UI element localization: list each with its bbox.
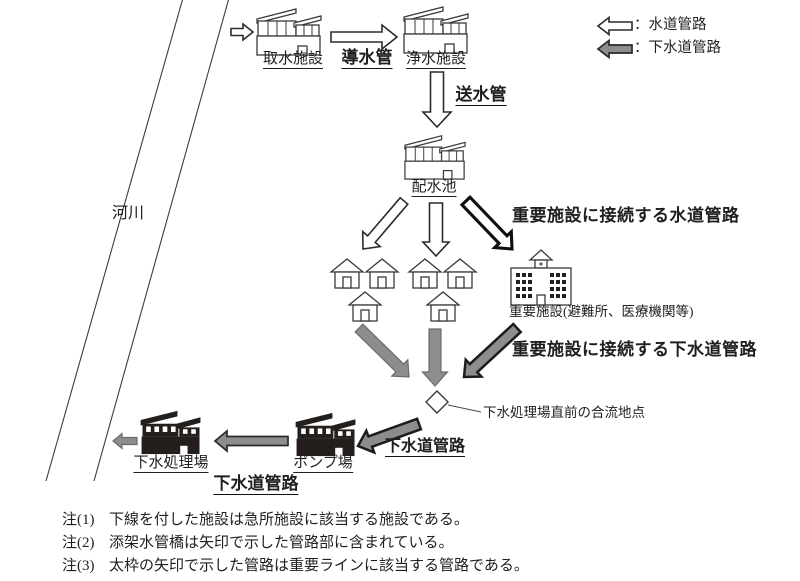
sewer-pipeline-lower-label: 下水道管路: [213, 474, 299, 495]
note-2: 注(2) 添架水管橋は矢印で示した管路部に含まれている。: [62, 531, 454, 552]
note-1-tag: 注(1): [62, 512, 95, 528]
pump-station-icon: [295, 412, 356, 457]
houses-left-group-icon: [329, 258, 478, 322]
conduit-pipe-label: 導水管: [341, 48, 393, 69]
intake-facility-icon: [256, 8, 322, 56]
confluence-callout-line: [447, 404, 482, 413]
note-1: 注(1) 下線を付した施設は急所施設に該当する施設である。: [62, 508, 469, 529]
important-sewer-pipeline-label: 重要施設に接続する下水道管路: [512, 340, 757, 359]
important-facility-icon: [510, 249, 572, 306]
note-1-text: 下線を付した施設は急所施設に該当する施設である。: [109, 512, 469, 528]
distribution-middle-arrow-icon: [421, 202, 451, 258]
pump-to-treatment-arrow-icon: [213, 429, 289, 453]
legend-sewer-label: ：下水道管路: [634, 40, 721, 56]
confluence-point-label: 下水処理場直前の合流地点: [483, 405, 645, 420]
transmission-pipe-arrow-icon: [421, 71, 453, 129]
sewer-pipeline-upper-label: 下水道管路: [384, 438, 466, 457]
legend-water-label: ：水道管路: [634, 17, 707, 33]
sewer-middle-arrow-icon: [421, 328, 449, 387]
confluence-diamond-icon: [425, 390, 449, 414]
treatment-outflow-arrow-icon: [112, 432, 138, 450]
intake-facility-label: 取水施設: [262, 51, 324, 69]
legend-water-arrow-icon: [596, 15, 633, 37]
confluence-to-pump-arrow-icon: [356, 417, 423, 455]
transmission-pipe-label: 送水管: [455, 85, 507, 106]
sewage-treatment-plant-icon: [140, 410, 201, 455]
important-water-pipeline-label: 重要施設に接続する水道管路: [512, 206, 740, 225]
purification-facility-icon: [403, 6, 469, 54]
distribution-reservoir-icon: [404, 135, 466, 180]
pump-station-label: ポンプ場: [293, 455, 353, 473]
distribution-reservoir-label: 配水池: [411, 179, 457, 197]
sewer-left-arrow-icon: [354, 323, 410, 378]
conduit-pipe-arrow-icon: [330, 23, 399, 51]
note-3-text: 太枠の矢印で示した管路は重要ラインに該当する管路である。: [109, 558, 529, 574]
legend-sewer-arrow-icon: [596, 38, 633, 60]
river-intake-arrow-icon: [230, 22, 255, 42]
river-label: 河川: [112, 205, 145, 222]
important-facility-label: 重要施設(避難所、医療機関等): [509, 304, 694, 319]
note-2-tag: 注(2): [62, 535, 95, 551]
distribution-left-arrow-icon: [361, 196, 409, 250]
note-3-tag: 注(3): [62, 558, 95, 574]
note-2-text: 添架水管橋は矢印で示した管路部に含まれている。: [109, 535, 454, 551]
note-3: 注(3) 太枠の矢印で示した管路は重要ラインに該当する管路である。: [62, 554, 529, 575]
purification-facility-label: 浄水施設: [405, 51, 467, 69]
important-water-line-arrow-icon: [459, 195, 514, 251]
important-sewer-line-arrow-icon: [462, 322, 523, 379]
treatment-plant-label: 下水処理場: [133, 455, 209, 473]
river-lines: [45, 0, 230, 482]
